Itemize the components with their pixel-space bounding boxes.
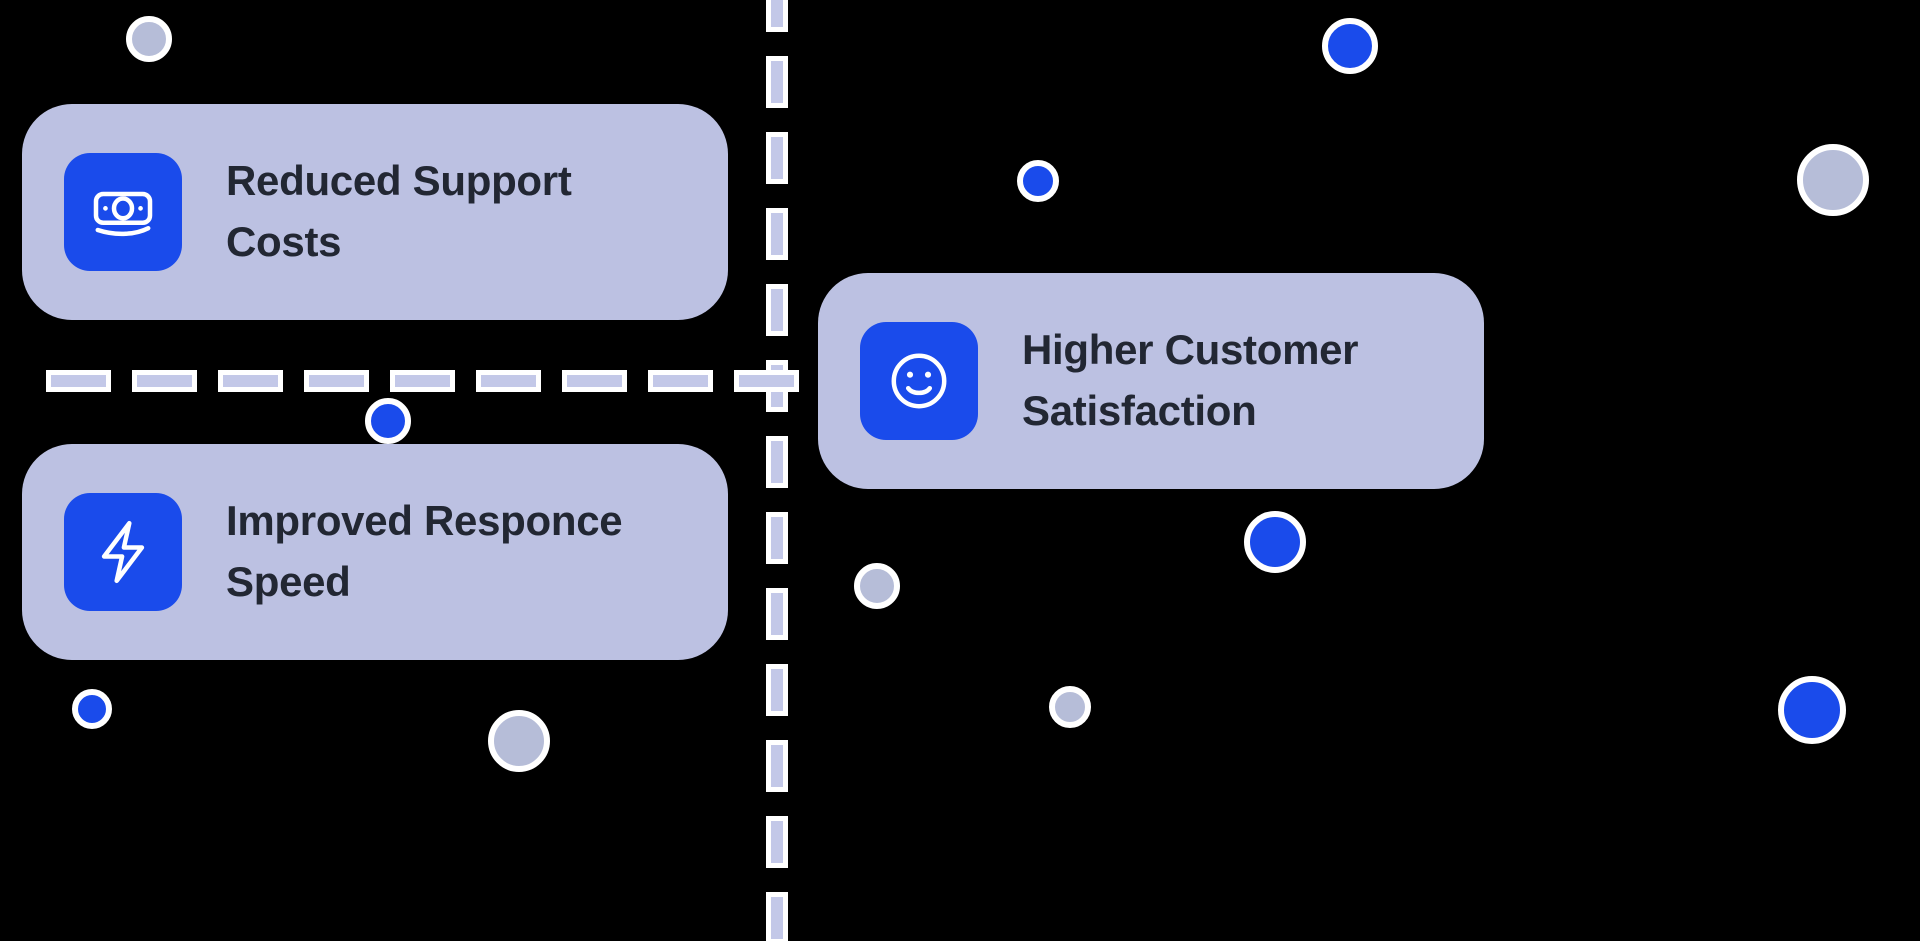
divider-dash bbox=[304, 370, 369, 392]
benefit-card-improved-responce-speed[interactable]: Improved Responce Speed bbox=[22, 444, 728, 660]
decorative-dot bbox=[854, 563, 900, 609]
decorative-dot bbox=[1017, 160, 1059, 202]
icon-tile-banknote-icon bbox=[64, 153, 182, 271]
divider-dash bbox=[766, 132, 788, 184]
divider-dash bbox=[562, 370, 627, 392]
smiley-face-icon bbox=[891, 353, 947, 409]
divider-dash bbox=[766, 208, 788, 260]
icon-tile-lightning-bolt-icon bbox=[64, 493, 182, 611]
benefit-card-higher-customer-satisfaction[interactable]: Higher Customer Satisfaction bbox=[818, 273, 1484, 489]
divider-dash bbox=[218, 370, 283, 392]
divider-dash bbox=[766, 816, 788, 868]
decorative-dot bbox=[1778, 676, 1846, 744]
divider-dash bbox=[766, 0, 788, 32]
divider-dash bbox=[766, 588, 788, 640]
divider-dash bbox=[766, 436, 788, 488]
decorative-dot bbox=[488, 710, 550, 772]
benefit-card-reduced-support-costs[interactable]: Reduced Support Costs bbox=[22, 104, 728, 320]
divider-dash bbox=[476, 370, 541, 392]
decorative-dot bbox=[72, 689, 112, 729]
divider-dash bbox=[766, 664, 788, 716]
divider-dash bbox=[766, 740, 788, 792]
decorative-dot bbox=[126, 16, 172, 62]
banknote-icon bbox=[93, 191, 153, 237]
decorative-dot bbox=[1244, 511, 1306, 573]
divider-dash bbox=[46, 370, 111, 392]
decorative-dot bbox=[365, 398, 411, 444]
divider-dash bbox=[648, 370, 713, 392]
divider-dash bbox=[766, 512, 788, 564]
divider-dash bbox=[390, 370, 455, 392]
lightning-bolt-icon bbox=[101, 520, 145, 584]
decorative-dot bbox=[1049, 686, 1091, 728]
benefit-card-title: Improved Responce Speed bbox=[226, 497, 623, 605]
decorative-dot bbox=[1322, 18, 1378, 74]
divider-dash bbox=[766, 56, 788, 108]
divider-dash bbox=[132, 370, 197, 392]
divider-dash bbox=[766, 284, 788, 336]
benefit-card-title: Reduced Support Costs bbox=[226, 157, 572, 265]
divider-dash bbox=[766, 892, 788, 941]
icon-tile-smiley-face-icon bbox=[860, 322, 978, 440]
divider-dash bbox=[734, 370, 799, 392]
benefit-card-title: Higher Customer Satisfaction bbox=[1022, 326, 1359, 434]
decorative-dot bbox=[1797, 144, 1869, 216]
